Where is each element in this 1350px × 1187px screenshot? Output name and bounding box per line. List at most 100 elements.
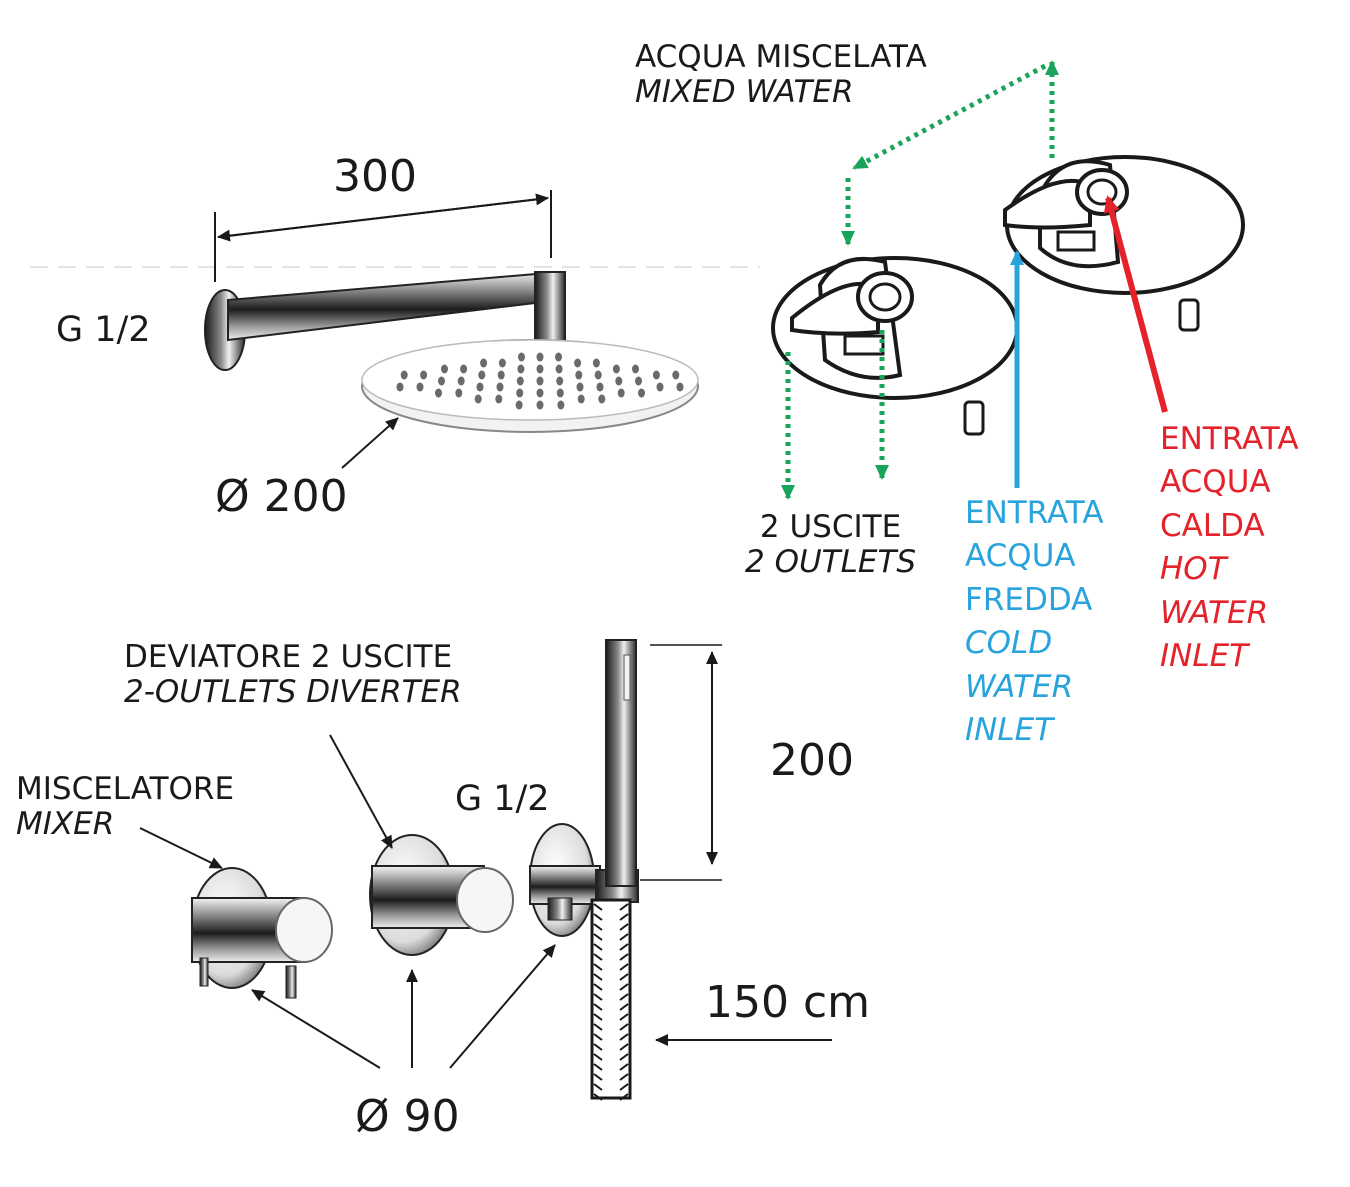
nozzle: [576, 382, 584, 392]
mixer-plate: [191, 867, 333, 999]
nozzle: [574, 358, 582, 368]
nozzle: [435, 388, 442, 398]
diverter-body: [771, 256, 1019, 436]
hot-inlet-line3: CALDA: [1160, 507, 1265, 544]
nozzle: [460, 364, 468, 374]
hand-shower-outlet-plate: [529, 823, 639, 937]
nozzle: [536, 400, 544, 410]
mixed-water-arrow: [852, 63, 1047, 171]
plate-diameter-leader-3: [449, 944, 556, 1069]
nozzle: [457, 376, 465, 386]
nozzle: [615, 376, 623, 386]
nozzle: [515, 400, 523, 410]
head-diameter-leader: [341, 417, 399, 469]
nozzle: [536, 376, 544, 386]
nozzle: [396, 382, 404, 392]
nozzle: [516, 388, 524, 398]
cold-inlet-line1: ENTRATA: [965, 495, 1104, 531]
hose-braid: [593, 983, 629, 991]
mixer-it: MISCELATORE: [16, 771, 235, 807]
diverter-plate: [369, 834, 514, 956]
hose-braid: [593, 993, 629, 1001]
nozzle: [474, 394, 482, 404]
nozzle: [476, 382, 484, 392]
nozzle: [557, 400, 565, 410]
hose-braid: [593, 1073, 629, 1081]
cold-inlet-line6: INLET: [965, 711, 1054, 748]
nozzle: [556, 376, 564, 386]
hose-braid: [593, 1063, 629, 1071]
hose-braid: [593, 1083, 629, 1091]
diverter-it: DEVIATORE 2 USCITE: [124, 639, 453, 675]
overhead-shower-drawing: [30, 190, 760, 469]
plate-diameter-label: Ø 90: [355, 1091, 460, 1142]
nozzle: [497, 370, 505, 380]
head-diameter-label: Ø 200: [215, 471, 348, 522]
nozzle: [672, 370, 680, 380]
shower-hose: [590, 898, 632, 1101]
nozzle: [594, 370, 602, 380]
shower-arm: [227, 270, 561, 342]
nozzle: [517, 364, 525, 374]
hose-braid: [593, 973, 629, 981]
nozzle: [612, 364, 620, 374]
nozzle: [536, 352, 544, 362]
nozzle: [518, 352, 525, 362]
hot-inlet-line4: HOT: [1160, 551, 1227, 588]
controls-drawing: [139, 639, 832, 1101]
cold-inlet-line3: FREDDA: [965, 581, 1093, 618]
nozzle: [536, 364, 544, 374]
diverter-label: DEVIATORE 2 USCITE 2-OUTLETS DIVERTER: [124, 640, 462, 709]
hose-braid: [593, 913, 629, 921]
mixed-water-label: ACQUA MISCELATA MIXED WATER: [635, 40, 927, 109]
nozzle: [498, 358, 506, 368]
hose-braid: [593, 953, 629, 961]
hand-shower: [605, 639, 637, 887]
outlets-en: 2 OUTLETS: [745, 543, 917, 580]
nozzle: [516, 376, 524, 386]
mixed-water-en: MIXED WATER: [635, 73, 854, 110]
nozzle: [455, 388, 463, 398]
nozzle: [400, 370, 408, 380]
hose-braid: [593, 963, 629, 971]
nozzle: [536, 388, 544, 398]
nozzle: [478, 370, 486, 380]
nozzle: [480, 358, 488, 368]
hot-inlet-line6: INLET: [1160, 637, 1249, 674]
hose-braid: [593, 1093, 629, 1101]
hose-braid: [593, 1023, 629, 1031]
wall-thread-label: G 1/2: [56, 310, 151, 350]
diverter-en: 2-OUTLETS DIVERTER: [124, 673, 462, 710]
nozzle: [416, 382, 424, 392]
nozzle: [577, 394, 585, 404]
nozzle: [596, 382, 604, 392]
plate-diameter-leader-1: [251, 989, 381, 1069]
nozzle: [676, 382, 684, 392]
nozzle: [496, 382, 504, 392]
hot-inlet-line5: WATER: [1160, 594, 1269, 631]
hose-braid: [593, 1003, 629, 1011]
nozzle: [652, 370, 660, 380]
mixer-en: MIXER: [16, 805, 115, 842]
nozzle: [555, 364, 563, 374]
hot-inlet-arrow: [1103, 195, 1168, 413]
diverter-leader: [329, 734, 393, 849]
cold-inlet-line5: WATER: [965, 668, 1074, 705]
hot-inlet-label: ENTRATA ACQUA CALDA HOT WATER INLET: [1160, 418, 1299, 678]
shower-nozzles: [396, 352, 684, 410]
hose-braid: [593, 1053, 629, 1061]
nozzle: [617, 388, 625, 398]
nozzle: [556, 388, 564, 398]
outlets-label: 2 USCITE 2 OUTLETS: [745, 510, 916, 579]
hand-shower-thread-label: G 1/2: [455, 779, 550, 819]
hose-braid: [593, 1043, 629, 1051]
cold-inlet-label: ENTRATA ACQUA FREDDA COLD WATER INLET: [965, 492, 1104, 752]
nozzle: [555, 352, 562, 362]
hand-shower-length-label: 200: [770, 735, 854, 786]
hose-braid: [593, 903, 629, 911]
mixed-water-it: ACQUA MISCELATA: [635, 39, 927, 75]
hose-braid: [593, 1013, 629, 1021]
nozzle: [592, 358, 600, 368]
nozzle: [598, 394, 606, 404]
